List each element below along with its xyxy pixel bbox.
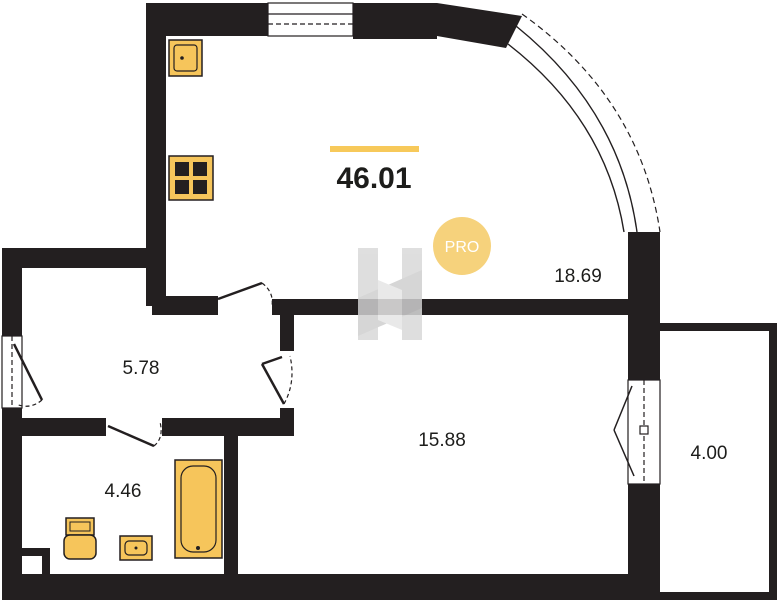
accent-bar xyxy=(330,146,419,152)
room-area-bedroom: 15.88 xyxy=(418,430,466,451)
kitchen-sink-icon xyxy=(168,39,203,77)
bathtub-icon xyxy=(174,459,223,559)
total-area: 46.01 xyxy=(336,162,411,195)
stove-icon xyxy=(168,155,214,201)
washbasin-icon xyxy=(119,535,153,561)
windows xyxy=(1,2,661,485)
room-area-balcony: 4.00 xyxy=(691,443,728,464)
room-area-hall: 5.78 xyxy=(123,358,160,379)
pro-badge xyxy=(433,217,491,275)
toilet-icon xyxy=(63,517,97,560)
pro-badge-label: PRO xyxy=(445,239,480,256)
logo-watermark xyxy=(358,248,422,340)
doors xyxy=(12,281,649,477)
room-area-living-kitchen: 18.69 xyxy=(554,266,602,287)
room-area-bathroom: 4.46 xyxy=(105,481,142,502)
